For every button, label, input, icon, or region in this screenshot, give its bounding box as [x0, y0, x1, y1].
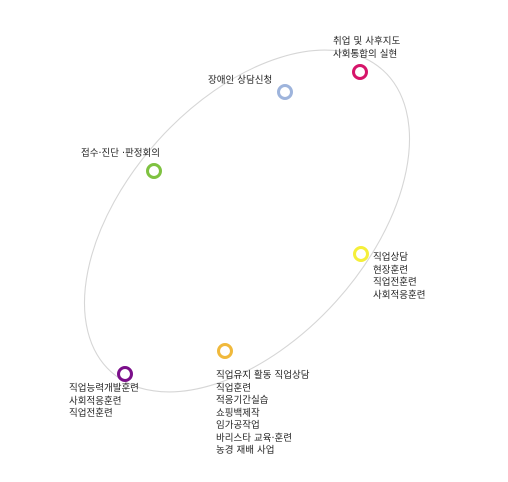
step-2-line: 직업유지 활동 직업상담	[216, 370, 310, 381]
step-4-marker	[146, 163, 162, 179]
step-6-marker	[352, 64, 368, 80]
step-2-line: 쇼핑백제작	[216, 407, 260, 419]
step-1-line: 직업능력개발훈련	[69, 383, 139, 394]
step-2-line: 바리스타 교육·훈련	[216, 432, 292, 444]
step-1-label: 직업능력개발훈련 사회적응훈련 직업전훈련	[69, 383, 139, 421]
step-2-line: 직업훈련	[216, 382, 251, 394]
step-6-label: 취업 및 사후지도 사회통합의 실현	[333, 36, 400, 61]
step-3-line: 직업상담	[373, 252, 408, 263]
step-4-line: 접수·진단 ·판정회의	[81, 148, 160, 159]
step-3-marker	[353, 246, 369, 262]
step-3-line: 사회적응훈련	[373, 289, 426, 301]
step-4-label: 접수·진단 ·판정회의	[81, 148, 160, 161]
step-5-label: 장애인 상담신청	[208, 75, 272, 88]
step-5-marker	[277, 84, 293, 100]
step-3-label: 직업상담 현장훈련 직업전훈련 사회적응훈련	[373, 252, 425, 302]
step-2-label: 직업유지 활동 직업상담 직업훈련 적응기간실습 쇼핑백제작 임가공작업 바리스…	[216, 370, 309, 458]
step-3-line: 현장훈련	[373, 264, 408, 276]
step-3-line: 직업전훈련	[373, 277, 417, 288]
step-2-line: 임가공작업	[216, 420, 260, 431]
step-2-line: 농경 재배 사업	[216, 445, 275, 456]
step-5-line: 장애인 상담신청	[208, 75, 273, 86]
step-6-line: 취업 및 사후지도	[333, 36, 401, 47]
step-6-line: 사회통합의 실현	[333, 48, 398, 60]
step-1-marker	[117, 366, 133, 382]
step-1-line: 사회적응훈련	[69, 395, 122, 407]
step-1-line: 직업전훈련	[69, 408, 113, 419]
step-2-line: 적응기간실습	[216, 395, 269, 406]
step-2-marker	[217, 343, 233, 359]
